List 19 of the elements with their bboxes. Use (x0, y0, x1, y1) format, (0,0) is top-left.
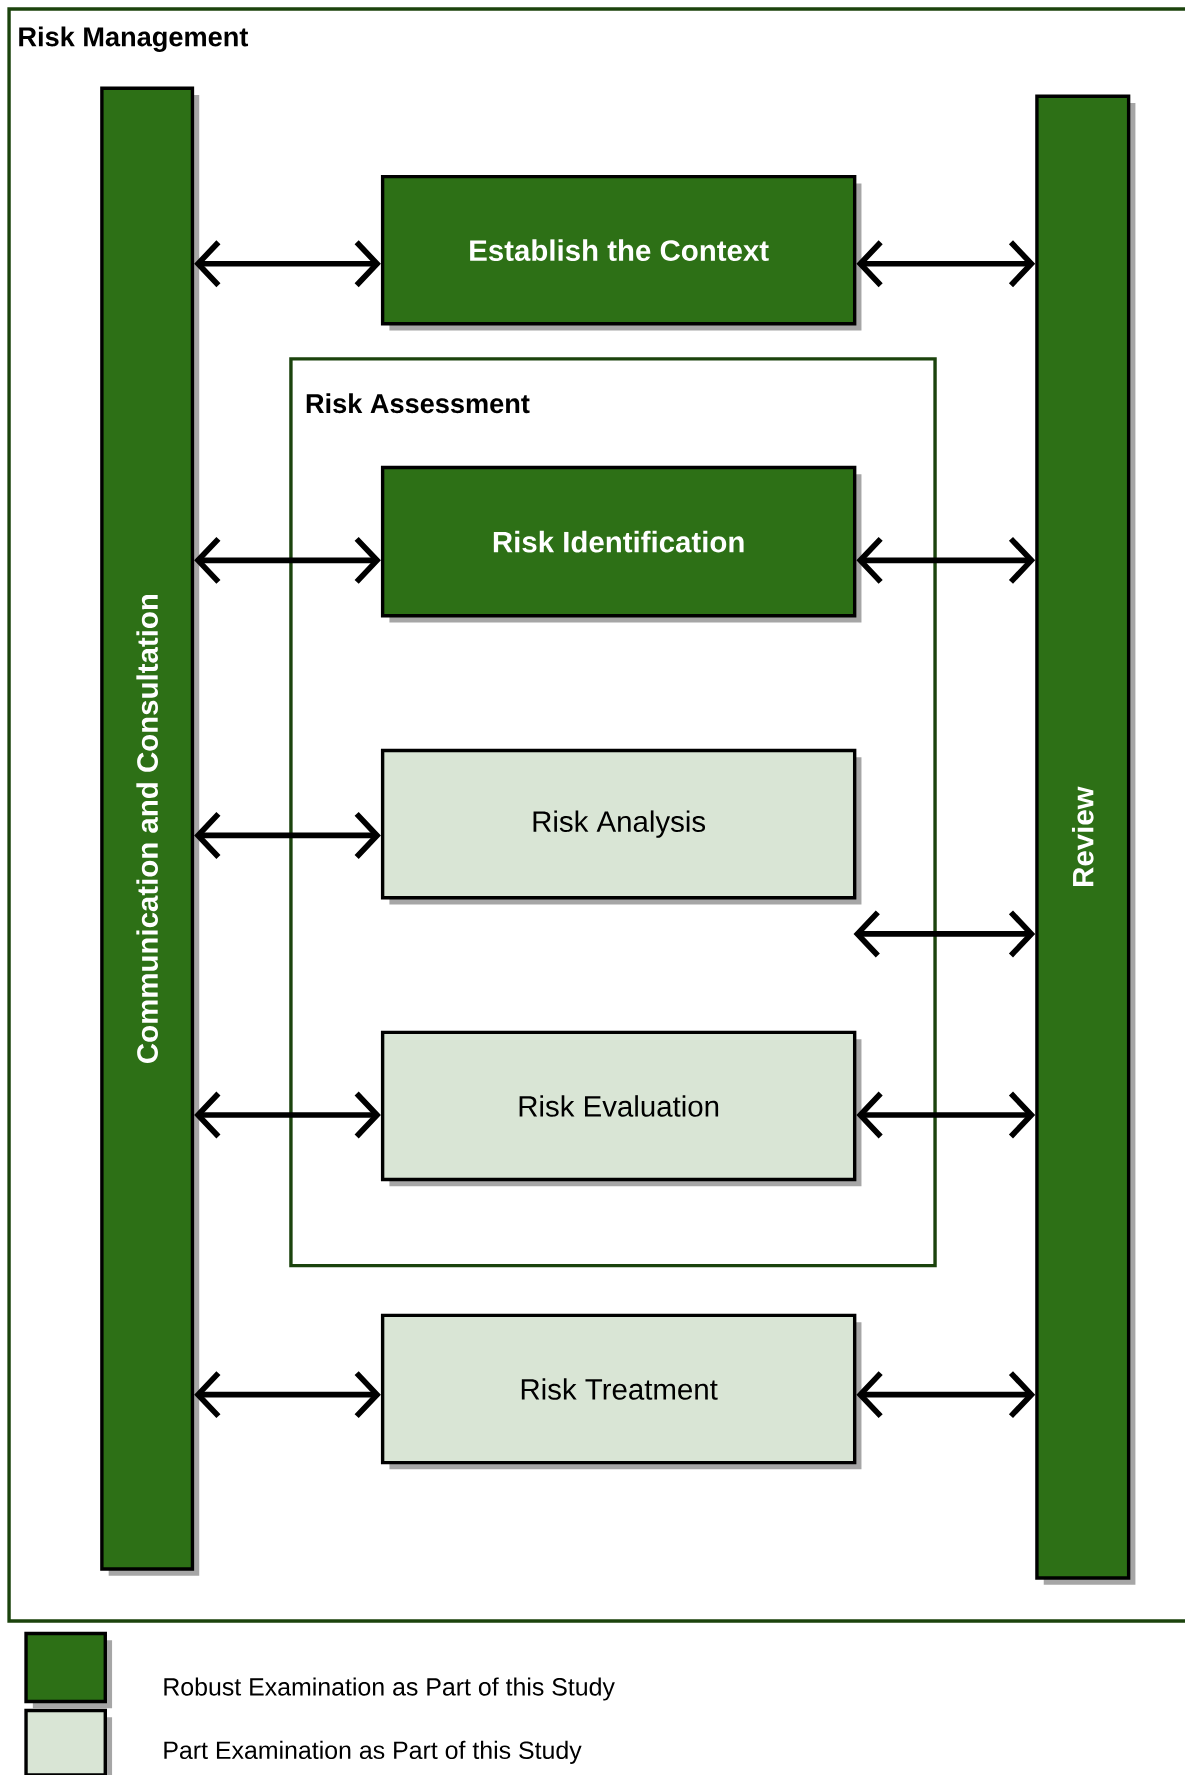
process-box: Risk Evaluation (380, 1030, 862, 1187)
double-arrow (856, 240, 1036, 288)
legend-label: Part Examination as Part of this Study (164, 1740, 582, 1764)
double-arrow (856, 536, 1036, 584)
process-box: Risk Identification (380, 465, 862, 623)
legend-label: Robust Examination as Part of this Study (164, 1677, 615, 1701)
double-arrow (856, 1371, 1036, 1419)
double-arrow (194, 536, 381, 584)
double-arrow (194, 1371, 381, 1419)
double-arrow (853, 910, 1036, 958)
process-box: Risk Analysis (380, 748, 862, 905)
vertical-bar: Communication and Consultation (100, 86, 200, 1576)
process-box: Establish the Context (380, 174, 862, 331)
double-arrow (856, 1091, 1036, 1139)
double-arrow (194, 240, 381, 288)
process-box: Risk Treatment (380, 1313, 862, 1470)
double-arrow (194, 1091, 381, 1139)
vertical-bar: Review (1035, 94, 1136, 1585)
double-arrow (194, 812, 381, 859)
